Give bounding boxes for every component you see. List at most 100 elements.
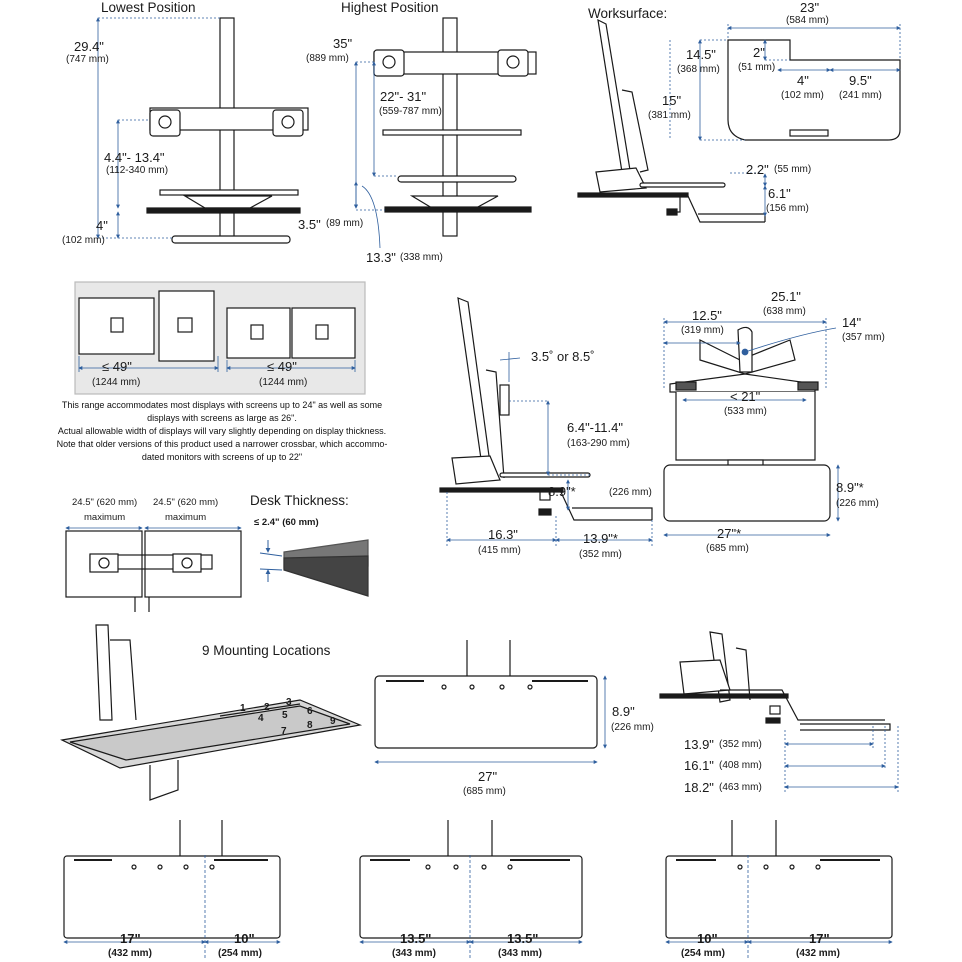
top-view-drawing — [663, 326, 831, 522]
lowest-position-drawing — [146, 17, 309, 244]
side-tray-mm: (226 mm) — [609, 487, 652, 498]
reach-a-in: 13.9" — [684, 737, 714, 752]
offset2-right-in: 13.5" — [507, 931, 539, 946]
display-note: This range accommodates most displays wi… — [46, 399, 398, 464]
lowest-height-in: 29.4" — [74, 39, 104, 54]
top-depth-in: 8.9"* — [836, 480, 864, 495]
mount-number: 5 — [282, 710, 288, 721]
side-ext-in: 13.9"* — [583, 531, 618, 546]
offset2-right-mm: (343 mm) — [498, 948, 542, 959]
highest-range-in: 22"- 31" — [380, 89, 427, 104]
worksurface-top-drawing — [727, 39, 901, 141]
maxwidth-right: 24.5" (620 mm) — [153, 497, 219, 508]
maxwidth-right-label: maximum — [165, 512, 207, 523]
mount-number: 1 — [240, 703, 246, 714]
desk-thickness-heading: Desk Thickness: — [250, 493, 349, 508]
side-ext-mm: (352 mm) — [579, 549, 622, 560]
offset3-right-mm: (432 mm) — [796, 948, 840, 959]
offset3-right-in: 17" — [809, 931, 830, 946]
keyboard-width-in: 27" — [478, 769, 498, 784]
top-inner-in: < 21" — [730, 389, 761, 404]
ws-notch-in: 2" — [753, 45, 765, 60]
maxwidth-left-label: maximum — [84, 512, 126, 523]
highest-height-mm: (889 mm) — [306, 53, 349, 64]
ws-depth-mm: (368 mm) — [677, 64, 720, 75]
keyboard-tray-drawing — [374, 640, 598, 749]
ws-drop-in: 2.2" — [746, 162, 769, 177]
mount-number: 3 — [286, 697, 292, 708]
offset1-right-mm: (254 mm) — [218, 948, 262, 959]
side-view-drawing — [439, 297, 653, 521]
top-inner-mm: (533 mm) — [724, 406, 767, 417]
ws-width-mm: (584 mm) — [786, 15, 829, 26]
offset2-left-in: 13.5" — [400, 931, 432, 946]
offset1-left-mm: (432 mm) — [108, 948, 152, 959]
reach-c-in: 18.2" — [684, 780, 714, 795]
highest-position-heading: Highest Position — [341, 0, 439, 15]
highest-clear-mm: (89 mm) — [326, 218, 364, 229]
maxwidth-left: 24.5" (620 mm) — [72, 497, 138, 508]
mount-number: 2 — [264, 702, 270, 713]
desk-thickness-drawing — [283, 539, 369, 597]
display-left-in: ≤ 49" — [102, 359, 132, 374]
ws-width-in: 23" — [800, 0, 820, 15]
mount-number: 9 — [330, 716, 336, 727]
ws-notch-mm: (51 mm) — [738, 62, 776, 73]
highest-clear-in: 3.5" — [298, 217, 321, 232]
reach-c-mm: (463 mm) — [719, 782, 762, 793]
ws-notch-w-in: 4" — [797, 73, 809, 88]
desk-thickness-value: ≤ 2.4" (60 mm) — [254, 517, 319, 528]
side-range-in: 6.4"-11.4" — [567, 420, 623, 435]
top-depth-mm: (226 mm) — [836, 498, 879, 509]
display-config-panel — [74, 281, 366, 395]
top-arm-mm: (319 mm) — [681, 325, 724, 336]
display-left-mm: (1244 mm) — [92, 377, 141, 388]
worksurface-heading: Worksurface: — [588, 6, 668, 21]
highest-range-mm: (559-787 mm) — [379, 106, 442, 117]
mount-number: 6 — [307, 706, 313, 717]
highest-reach-in: 13.3" — [366, 250, 396, 265]
reach-drawing — [659, 631, 891, 731]
lowest-base-in: 4" — [96, 218, 108, 233]
offset1-right-in: 10" — [234, 931, 255, 946]
ws-depth-in: 14.5" — [686, 47, 716, 62]
offset1-left-in: 17" — [120, 931, 141, 946]
note-line: Note that older versions of this product… — [56, 439, 388, 449]
top-tray-mm: (685 mm) — [706, 543, 749, 554]
side-tray-in: 8.9"* — [548, 484, 576, 499]
highest-position-drawing — [373, 17, 537, 237]
note-line: This range accommodates most displays wi… — [61, 400, 383, 410]
ws-tray-mm: (156 mm) — [766, 203, 809, 214]
keyboard-depth-mm: (226 mm) — [611, 722, 654, 733]
display-right-mm: (1244 mm) — [259, 377, 308, 388]
ws-notch-w-mm: (102 mm) — [781, 90, 824, 101]
lowest-position-heading: Lowest Position — [101, 0, 196, 15]
offset-tray-2 — [359, 820, 583, 939]
note-line: Actual allowable width of displays will … — [57, 426, 387, 436]
side-depth-mm: (415 mm) — [478, 545, 521, 556]
highest-height-in: 35" — [333, 36, 353, 51]
offset3-left-mm: (254 mm) — [681, 948, 725, 959]
offset3-left-in: 10" — [697, 931, 718, 946]
ws-full-in: 15" — [662, 93, 682, 108]
side-tilt: 3.5˚ or 8.5˚ — [531, 349, 595, 364]
lowest-height-mm: (747 mm) — [66, 54, 109, 65]
reach-b-in: 16.1" — [684, 758, 714, 773]
keyboard-depth-in: 8.9" — [612, 704, 635, 719]
top-width-in: 25.1" — [771, 289, 801, 304]
top-tray-in: 27"* — [717, 526, 742, 541]
mounting-locations-heading: 9 Mounting Locations — [202, 643, 331, 658]
note-line: displays with screens as large as 26". — [147, 413, 297, 423]
reach-a-mm: (352 mm) — [719, 739, 762, 750]
mount-number: 4 — [258, 713, 264, 724]
lowest-base-mm: (102 mm) — [62, 235, 105, 246]
offset2-left-mm: (343 mm) — [392, 948, 436, 959]
reach-b-mm: (408 mm) — [719, 760, 762, 771]
max-width-drawing — [65, 530, 242, 612]
mount-number: 8 — [307, 720, 313, 731]
highest-reach-mm: (338 mm) — [400, 252, 443, 263]
worksurface-side-drawing — [577, 18, 766, 223]
ws-side-in: 9.5" — [849, 73, 872, 88]
mount-number: 7 — [281, 726, 287, 737]
